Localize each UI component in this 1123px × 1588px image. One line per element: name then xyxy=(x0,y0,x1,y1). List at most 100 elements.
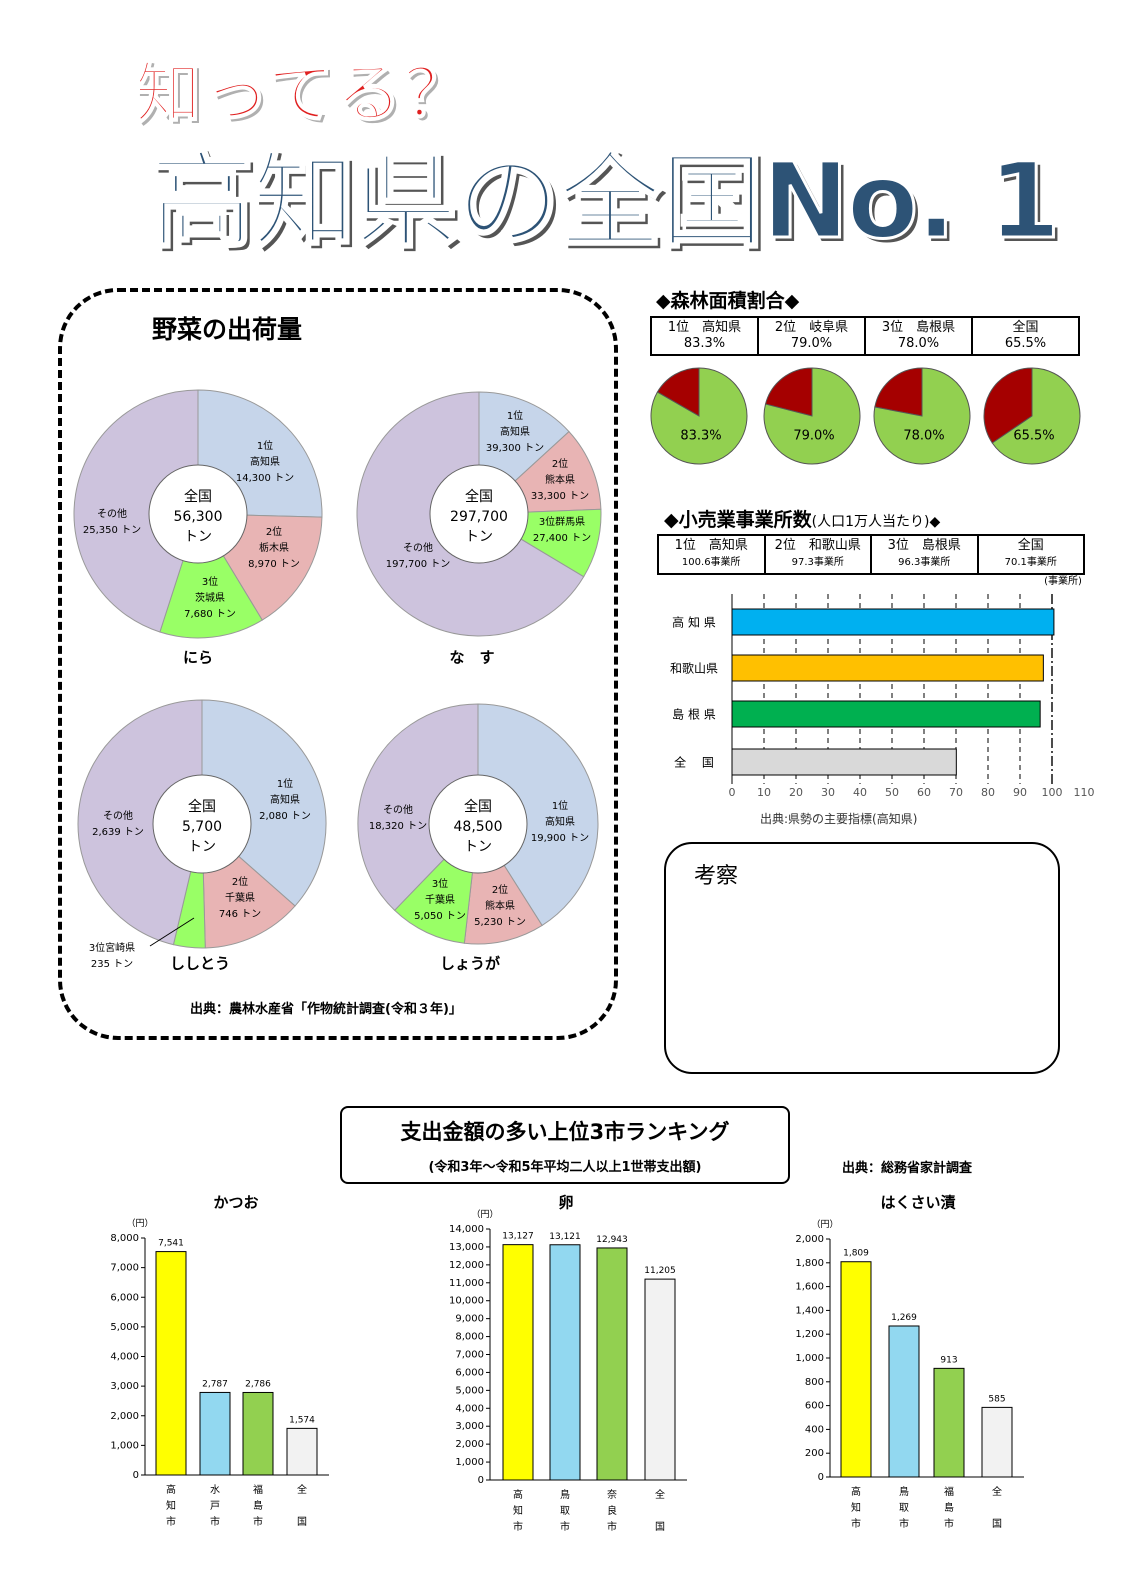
bar xyxy=(596,1247,628,1481)
bar-tick-label: 2,000 xyxy=(455,1439,484,1450)
retail-tick-label: 50 xyxy=(885,786,899,799)
retail-category-label: 高 知 県 xyxy=(672,615,716,630)
bar-category-label: 全 xyxy=(655,1488,665,1501)
bar-tick-label: 4,000 xyxy=(110,1352,139,1363)
bar-tick-label: 400 xyxy=(805,1424,824,1435)
retail-unit: (事業所) xyxy=(1044,574,1082,587)
pie-center-label: 全国 xyxy=(464,798,492,815)
bar-category-label: 市 xyxy=(607,1520,617,1533)
bar-chart-title: かつお xyxy=(213,1194,258,1212)
pie-slice-label: 2,639 トン xyxy=(92,827,144,838)
bar-category-label: 福 xyxy=(253,1483,263,1496)
bar-category-label: 国 xyxy=(655,1521,665,1533)
pie-chart-name: ししとう xyxy=(170,955,230,973)
pie-slice-label: 8,970 トン xyxy=(248,559,300,570)
forest-rank-value: 78.0% xyxy=(897,336,940,351)
bar-tick-label: 5,000 xyxy=(455,1385,484,1396)
bar-tick-label: 7,000 xyxy=(110,1263,139,1274)
pie-slice-label: 2位 xyxy=(492,883,508,896)
pie-center-hole xyxy=(148,464,248,564)
pie-slice-label: 39,300 トン xyxy=(486,443,544,454)
bar-category-label: 取 xyxy=(560,1505,570,1517)
bar-category-label: 国 xyxy=(992,1518,1002,1530)
pie-slice-label: 5,050 トン xyxy=(414,911,466,922)
forest-pie-slice xyxy=(656,367,700,417)
pie-slice-label: 5,230 トン xyxy=(474,917,526,928)
forest-rank-label: 3位 島根県 xyxy=(881,320,956,335)
bar xyxy=(199,1391,231,1476)
forest-rank-label: 1位 高知県 xyxy=(667,320,742,335)
bar-tick-label: 1,600 xyxy=(795,1282,824,1293)
pie-slice-label: 1位 xyxy=(257,439,273,452)
pie-slice-label: 高知県 xyxy=(545,815,575,828)
vegetable-section-title: 野菜の出荷量 xyxy=(152,315,303,344)
pie-slice-label: その他 xyxy=(383,803,413,816)
pie-center-label: トン xyxy=(465,529,493,545)
retail-tick-label: 10 xyxy=(757,786,771,799)
bar-category-label: 高 xyxy=(166,1483,176,1496)
bar xyxy=(549,1244,581,1481)
pie-slice-label: 235 トン xyxy=(91,959,133,970)
ranking-title-box xyxy=(340,1106,790,1184)
pie-center-label: 48,500 xyxy=(454,819,503,835)
bar-tick-label: 0 xyxy=(478,1475,484,1486)
pie-slice-label: 熊本県 xyxy=(545,473,575,486)
pie-slice-label: 栃木県 xyxy=(259,541,289,554)
bar-chart-unit: （円） xyxy=(126,1218,153,1229)
retail-rank-label: 1位 高知県 xyxy=(674,538,748,553)
retail-rank-value: 96.3事業所 xyxy=(898,557,951,568)
bar xyxy=(286,1427,318,1476)
pie-slice-label: 33,300 トン xyxy=(531,491,589,502)
pie-center-hole xyxy=(428,774,528,874)
pie-center-label: 5,700 xyxy=(182,819,222,835)
bar-tick-label: 1,000 xyxy=(455,1457,484,1468)
pie-leader-line xyxy=(149,917,195,947)
forest-pie-value: 65.5% xyxy=(1013,429,1054,444)
bar-tick-label: 4,000 xyxy=(455,1403,484,1414)
bar-tick-label: 800 xyxy=(805,1377,824,1388)
retail-bar xyxy=(731,608,1055,636)
forest-pie-slice xyxy=(763,367,861,465)
bar-tick-label: 9,000 xyxy=(455,1314,484,1325)
forest-pie-value: 83.3% xyxy=(680,429,721,444)
pie-slice-label: 熊本県 xyxy=(485,899,515,912)
forest-pie-value: 78.0% xyxy=(903,429,944,444)
bar-tick-label: 0 xyxy=(818,1472,824,1483)
retail-rank-value: 97.3事業所 xyxy=(791,557,844,568)
pie-slice-label: 14,300 トン xyxy=(236,473,294,484)
forest-heading: ◆森林面積割合◆ xyxy=(656,290,800,312)
vegetable-source: 出典：農林水産省「作物統計調査(令和３年)」 xyxy=(190,1002,462,1017)
bar-tick-label: 200 xyxy=(805,1448,824,1459)
retail-rank-label: 2位 和歌山県 xyxy=(774,538,861,553)
retail-tick-label: 90 xyxy=(1013,786,1027,799)
retail-bar xyxy=(731,654,1044,682)
pie-center-label: 全国 xyxy=(188,798,216,815)
pie-slice xyxy=(477,703,599,927)
bar-category-label: 島 xyxy=(253,1499,263,1512)
pie-slice-label: 高知県 xyxy=(500,425,530,438)
bar-tick-label: 2,000 xyxy=(795,1234,824,1245)
pie-slice-label: 高知県 xyxy=(270,793,300,806)
pie-center-label: 297,700 xyxy=(450,509,508,525)
retail-rank-label: 3位 島根県 xyxy=(887,538,961,553)
bar-value-label: 1,809 xyxy=(843,1249,869,1259)
retail-heading-main: ◆小売業事業所数 xyxy=(664,509,812,531)
bar-tick-label: 3,000 xyxy=(110,1381,139,1392)
bar-tick-label: 6,000 xyxy=(110,1292,139,1303)
retail-heading: ◆小売業事業所数(人口1万人当たり)◆ xyxy=(664,505,940,532)
forest-pie-slice xyxy=(650,367,748,465)
pie-slice-label: 茨城県 xyxy=(195,591,225,604)
kousatsu-label: 考察 xyxy=(694,864,739,889)
retail-tick-label: 40 xyxy=(853,786,867,799)
retail-heading-note: (人口1万人当たり)◆ xyxy=(811,514,941,530)
bar-chart-unit: （円） xyxy=(811,1219,838,1230)
bar-category-label: 知 xyxy=(513,1504,523,1517)
pie-slice-label: 3位群馬県 xyxy=(539,515,585,528)
header-subtitle: 知ってる？ xyxy=(134,54,472,133)
page-title: 高知県の全国No. 1 xyxy=(149,139,1063,264)
bar-value-label: 13,127 xyxy=(502,1232,534,1242)
